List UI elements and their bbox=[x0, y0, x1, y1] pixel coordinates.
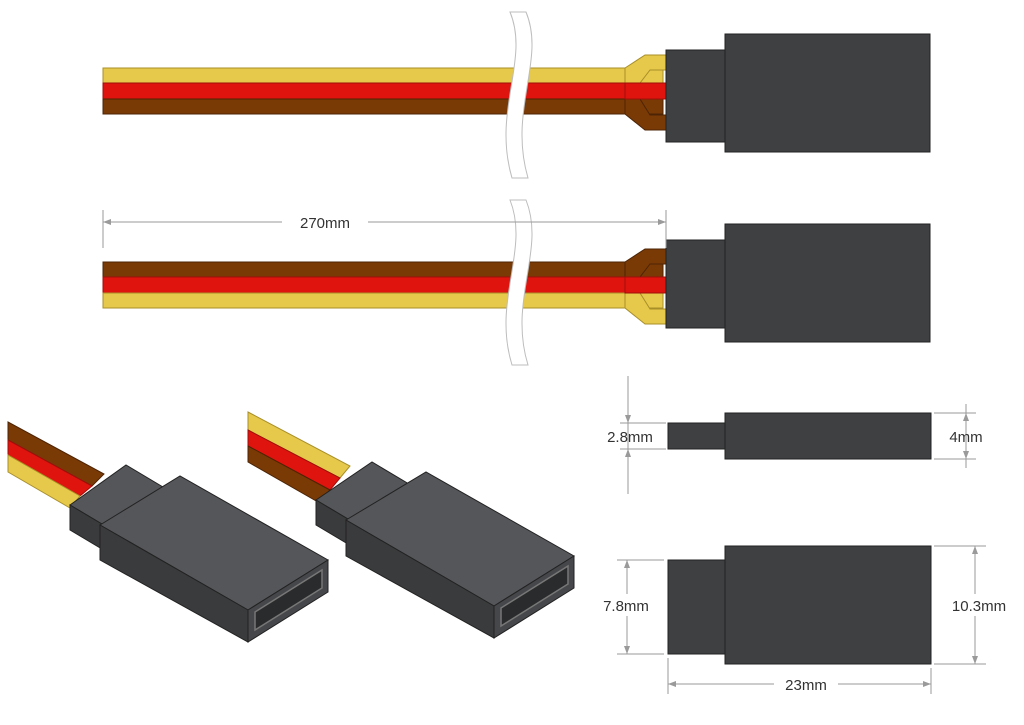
wire-red bbox=[102, 276, 664, 294]
top-small-width-label: 7.8mm bbox=[603, 598, 649, 615]
wire-yellow bbox=[102, 292, 664, 309]
dimension-side-small: 2.8mm bbox=[607, 376, 666, 494]
connector-3d-left bbox=[7, 421, 329, 643]
connector-body bbox=[724, 33, 931, 153]
dimension-total-length: 23mm bbox=[667, 658, 932, 694]
wire-brown bbox=[102, 261, 664, 278]
dimension-top-small: 7.8mm bbox=[603, 559, 664, 655]
wire-red-end bbox=[624, 276, 669, 294]
dimension-top-large: 10.3mm bbox=[934, 545, 1020, 665]
break-symbol bbox=[505, 11, 533, 179]
top-view: 7.8mm 10.3mm 23mm bbox=[603, 545, 1020, 694]
total-length-label: 23mm bbox=[785, 677, 827, 694]
connector-socket bbox=[500, 564, 569, 628]
connector-socket bbox=[254, 568, 323, 632]
wire-red bbox=[102, 82, 664, 100]
break-symbol bbox=[505, 199, 533, 366]
side-body bbox=[724, 412, 932, 460]
top-neck bbox=[667, 559, 727, 655]
top-body bbox=[724, 545, 932, 665]
top-large-width-label: 10.3mm bbox=[952, 598, 1006, 615]
side-neck bbox=[667, 422, 727, 450]
side-small-height-label: 2.8mm bbox=[607, 429, 653, 446]
connector-neck bbox=[665, 239, 729, 329]
dimension-cable-length: 270mm bbox=[102, 210, 667, 248]
connector-neck bbox=[665, 49, 729, 143]
side-large-height-label: 4mm bbox=[949, 429, 982, 446]
connector-body bbox=[724, 223, 931, 343]
wire-yellow bbox=[102, 67, 664, 84]
connector-3d-right bbox=[247, 411, 575, 639]
wire-red-end bbox=[624, 82, 669, 100]
cable-assembly-middle: 270mm bbox=[102, 199, 931, 366]
side-view: 2.8mm 4mm bbox=[607, 376, 983, 494]
wire-brown bbox=[102, 98, 664, 115]
dimension-side-large: 4mm bbox=[934, 404, 983, 468]
cable-length-label: 270mm bbox=[300, 215, 350, 232]
cable-assembly-top bbox=[102, 11, 931, 179]
